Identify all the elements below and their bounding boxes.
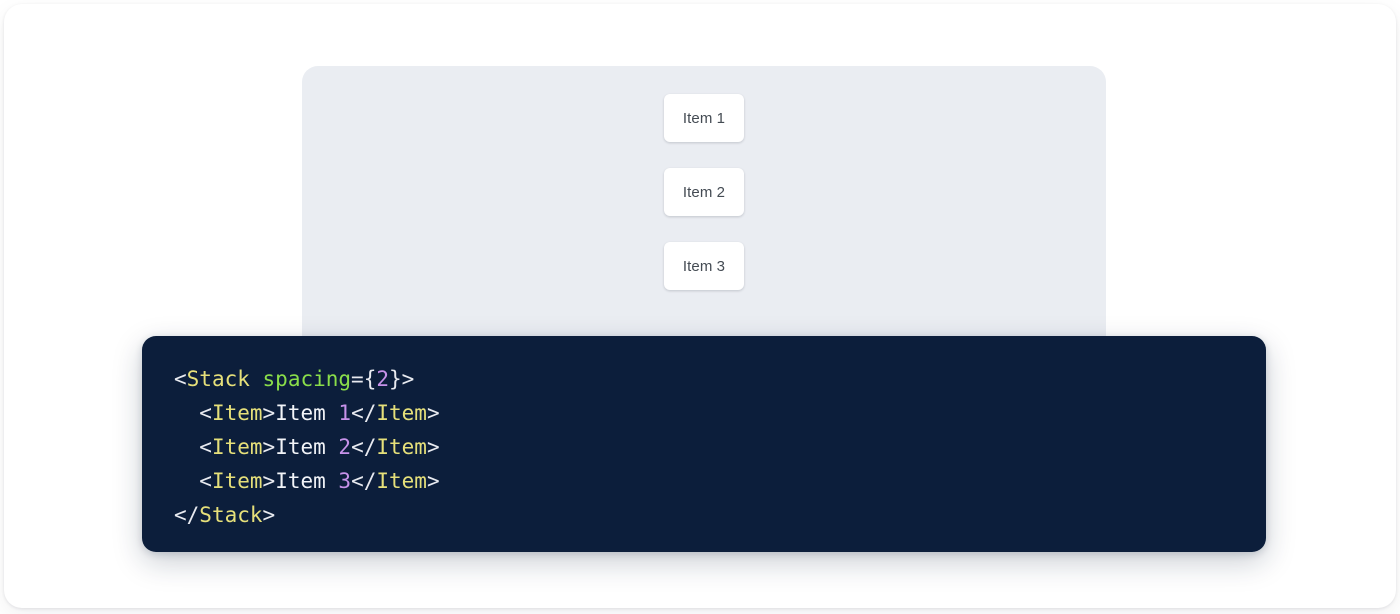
code-token-punct: <	[174, 367, 187, 391]
stack-container: Item 1 Item 2 Item 3	[302, 94, 1106, 290]
code-token-punct: </	[351, 469, 377, 493]
code-token-punct: >	[262, 503, 276, 527]
code-token-tag: Stack	[199, 503, 263, 527]
code-token-attr: spacing	[262, 367, 352, 391]
code-token-punct: >	[426, 469, 440, 493]
code-token-punct: <	[199, 401, 212, 425]
stack-item-label: Item 1	[682, 109, 726, 127]
code-token-tag: Item	[211, 435, 263, 459]
code-token-punct: </	[174, 503, 200, 527]
code-token-tag: Item	[376, 435, 427, 459]
stack-item-card[interactable]: Item 1	[664, 94, 744, 142]
code-token-punct: <	[199, 469, 212, 493]
code-token-punct: >	[262, 435, 276, 459]
code-token-num: 3	[338, 469, 352, 493]
code-token-num: 2	[376, 367, 389, 391]
code-token-tag: Item	[211, 401, 263, 425]
stack-item-card[interactable]: Item 2	[664, 168, 744, 216]
stack-item-card[interactable]: Item 3	[664, 242, 744, 290]
code-token-punct: >	[426, 435, 440, 459]
code-token-punct: }>	[389, 367, 415, 391]
code-token-tag: Stack	[186, 367, 250, 391]
code-token-tag: Item	[211, 469, 263, 493]
code-token-punct: ={	[351, 367, 377, 391]
code-snippet: <Stack spacing={2}> <Item>Item 1</Item> …	[174, 362, 1234, 532]
code-token-tag: Item	[376, 401, 427, 425]
code-token-num: 2	[338, 435, 352, 459]
code-token-text: Item	[275, 435, 339, 459]
code-token-punct: </	[351, 401, 377, 425]
code-token-punct: <	[199, 435, 212, 459]
code-token-num: 1	[338, 401, 352, 425]
stack-item-label: Item 2	[682, 183, 726, 201]
code-token-punct: >	[262, 401, 276, 425]
code-token-text: Item	[275, 469, 339, 493]
code-token-punct: >	[426, 401, 440, 425]
code-block[interactable]: <Stack spacing={2}> <Item>Item 1</Item> …	[142, 336, 1266, 552]
code-token-tag: Item	[376, 469, 427, 493]
code-token-text: Item	[275, 401, 339, 425]
code-token-punct: </	[351, 435, 377, 459]
stack-item-label: Item 3	[682, 257, 726, 275]
code-token-punct	[250, 367, 263, 391]
code-token-punct: >	[262, 469, 276, 493]
